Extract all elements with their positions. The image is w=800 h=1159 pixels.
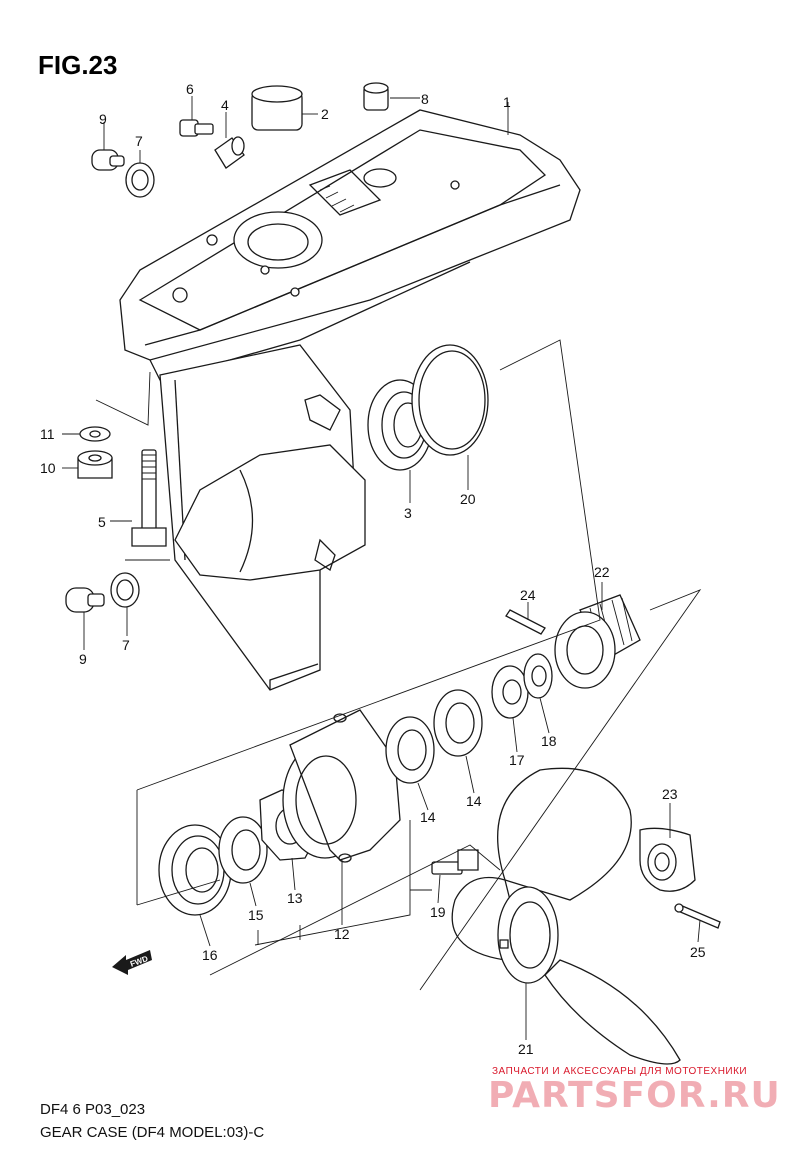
washer-18[interactable] (523, 653, 553, 699)
oil-seal-14b[interactable] (433, 689, 483, 757)
oil-seal-14a[interactable] (385, 716, 435, 784)
thrust-washer-17[interactable] (491, 665, 529, 719)
callout-2[interactable]: 2 (321, 106, 329, 122)
callout-19[interactable]: 19 (430, 904, 446, 920)
dowel-pin-8[interactable] (363, 82, 389, 111)
figure-caption: GEAR CASE (DF4 MODEL:03)-C (40, 1124, 265, 1141)
bolt-19[interactable] (431, 849, 479, 875)
callout-12[interactable]: 12 (334, 926, 350, 942)
stud-bolt-5[interactable] (131, 449, 167, 547)
propeller-21[interactable] (451, 767, 681, 1065)
figure-code: DF4 6 P03_023 (40, 1101, 146, 1118)
callout-21[interactable]: 21 (518, 1041, 534, 1057)
washer-11[interactable] (79, 426, 111, 442)
callout-24[interactable]: 24 (520, 587, 536, 603)
propeller-shaft-housing-12[interactable] (282, 709, 401, 863)
callout-6[interactable]: 6 (186, 81, 194, 97)
figure-title: FIG.23 (38, 50, 118, 80)
gear-case-housing[interactable] (119, 109, 581, 691)
callout-17[interactable]: 17 (509, 752, 525, 768)
nut-10[interactable] (77, 450, 113, 479)
watermark-brand: PARTSFOR.RU (488, 1075, 781, 1116)
callout-9-upper[interactable]: 9 (99, 111, 107, 127)
callout-15[interactable]: 15 (248, 907, 264, 923)
callout-numbers: 1 2 3 4 5 6 7 7 8 9 9 10 11 12 13 14 14 … (40, 81, 706, 1057)
callout-11[interactable]: 11 (40, 426, 55, 442)
callout-5[interactable]: 5 (98, 514, 106, 530)
callout-7-lower[interactable]: 7 (122, 637, 130, 653)
bearing-15[interactable] (218, 816, 268, 884)
leader-lines (62, 96, 701, 1040)
callout-16[interactable]: 16 (202, 947, 218, 963)
bolt-6[interactable] (179, 119, 214, 137)
fwd-label: FWD (129, 954, 149, 969)
bushing-2[interactable] (251, 85, 303, 131)
callout-1[interactable]: 1 (503, 94, 511, 110)
nut-cover-23[interactable] (639, 827, 696, 892)
callout-8[interactable]: 8 (421, 91, 429, 107)
gasket-upper[interactable] (125, 162, 155, 198)
plug-screw-lower[interactable] (65, 587, 105, 613)
callout-7-upper[interactable]: 7 (135, 133, 143, 149)
propeller-bushing-22[interactable] (554, 594, 641, 689)
bushing-4[interactable] (214, 136, 245, 169)
o-ring-20[interactable] (411, 344, 489, 456)
callout-13[interactable]: 13 (287, 890, 303, 906)
callout-9-lower[interactable]: 9 (79, 651, 87, 667)
assembly-reference-lines (95, 339, 702, 991)
callout-14-front[interactable]: 14 (420, 809, 436, 825)
gasket-lower[interactable] (110, 572, 140, 608)
fwd-arrow: FWD (112, 950, 152, 975)
callout-3[interactable]: 3 (404, 505, 412, 521)
plug-screw-upper[interactable] (91, 149, 125, 171)
callout-18[interactable]: 18 (541, 733, 557, 749)
callout-22[interactable]: 22 (594, 564, 610, 580)
callout-20[interactable]: 20 (460, 491, 476, 507)
callout-14-rear[interactable]: 14 (466, 793, 482, 809)
cotter-pin-25[interactable] (674, 903, 721, 929)
callout-25[interactable]: 25 (690, 944, 706, 960)
callout-23[interactable]: 23 (662, 786, 678, 802)
pin-24[interactable] (505, 609, 546, 635)
callout-10[interactable]: 10 (40, 460, 56, 476)
watermark-tagline: ЗАПЧАСТИ И АКСЕССУАРЫ ДЛЯ МОТОТЕХНИКИ (492, 1066, 748, 1077)
callout-4[interactable]: 4 (221, 97, 229, 113)
